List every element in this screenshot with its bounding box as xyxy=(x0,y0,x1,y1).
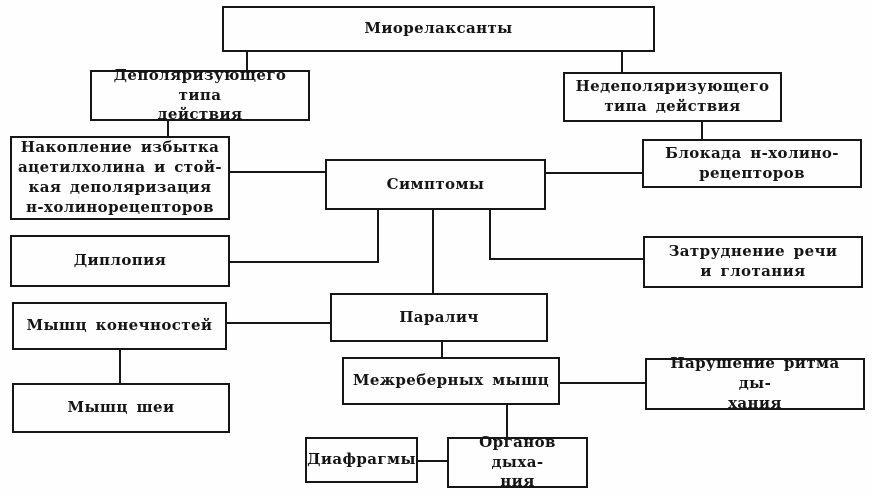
node-breathing-rhythm-disorder: Нарушение ритма ды- хания xyxy=(645,354,865,412)
connector-symptoms-to-blockade xyxy=(546,172,642,174)
connector-limb-muscles-to-neck-muscles xyxy=(119,350,121,383)
connector-symptoms-to-diplopia-vertical xyxy=(377,210,379,263)
connector-accumulation-to-symptoms xyxy=(230,171,325,173)
node-symptoms-label: Симптомы xyxy=(386,174,485,193)
node-speech-difficulty: Затруднение речи и глотания xyxy=(643,236,863,288)
node-diplopia-label: Диплопия xyxy=(73,251,167,270)
node-intercostal-muscles: Межреберных мышц xyxy=(342,357,560,405)
node-miorelaxanty-label: Миорелаксанты xyxy=(364,19,513,38)
node-paralysis: Паралич xyxy=(330,293,548,342)
node-diplopia: Диплопия xyxy=(10,235,230,287)
connector-diaphragm-to-respiratory-organs xyxy=(418,460,447,462)
node-cholinoreceptor-blockade-label: Блокада н-холино- рецепторов xyxy=(665,143,839,182)
node-paralysis-label: Паралич xyxy=(399,307,479,326)
node-diaphragm-label: Диафрагмы xyxy=(307,450,416,469)
node-respiratory-organs: Органов дыха- ния xyxy=(447,433,588,490)
node-speech-difficulty-label: Затруднение речи и глотания xyxy=(668,242,838,280)
connector-nondepolarizing-to-blockade xyxy=(701,122,703,139)
node-symptoms: Симптомы xyxy=(325,159,546,210)
connector-main-to-depolarizing xyxy=(246,52,248,70)
connector-depolarizing-to-accumulation xyxy=(167,121,169,136)
node-diaphragm: Диафрагмы xyxy=(305,437,418,483)
connector-main-to-nondepolarizing xyxy=(621,52,623,72)
node-intercostal-muscles-label: Межреберных мышц xyxy=(352,371,550,390)
node-limb-muscles-label: Мышц конечностей xyxy=(26,316,213,335)
node-acetylcholine-accumulation-label: Накопление избытка ацетилхолина и стой- … xyxy=(17,138,223,216)
node-nondepolarizing-type: Недеполяризующего типа действия xyxy=(563,72,782,122)
node-respiratory-organs-label: Органов дыха- ния xyxy=(479,432,556,491)
connector-symptoms-to-paralysis xyxy=(432,210,434,293)
node-acetylcholine-accumulation: Накопление избытка ацетилхолина и стой- … xyxy=(10,136,230,220)
connector-symptoms-to-diplopia-horizontal xyxy=(230,261,379,263)
connector-paralysis-to-intercostal xyxy=(441,342,443,357)
node-depolarizing-type-label: Деполяризующего типа действия xyxy=(113,65,287,124)
connector-intercostal-to-breathing-disorder xyxy=(560,382,645,384)
node-neck-muscles: Мышц шеи xyxy=(12,383,230,433)
node-breathing-rhythm-disorder-label: Нарушение ритма ды- хания xyxy=(670,354,840,412)
connector-intercostal-to-respiratory-organs xyxy=(506,405,508,437)
connector-limb-muscles-to-paralysis xyxy=(227,322,330,324)
connector-symptoms-to-speech-vertical xyxy=(489,210,491,260)
node-neck-muscles-label: Мышц шеи xyxy=(67,398,175,417)
node-limb-muscles: Мышц конечностей xyxy=(12,302,227,350)
node-nondepolarizing-type-label: Недеполяризующего типа действия xyxy=(575,77,770,115)
node-miorelaxanty: Миорелаксанты xyxy=(222,6,655,52)
node-depolarizing-type: Деполяризующего типа действия xyxy=(90,66,310,123)
connector-symptoms-to-speech-horizontal xyxy=(489,258,643,260)
node-cholinoreceptor-blockade: Блокада н-холино- рецепторов xyxy=(642,139,862,188)
